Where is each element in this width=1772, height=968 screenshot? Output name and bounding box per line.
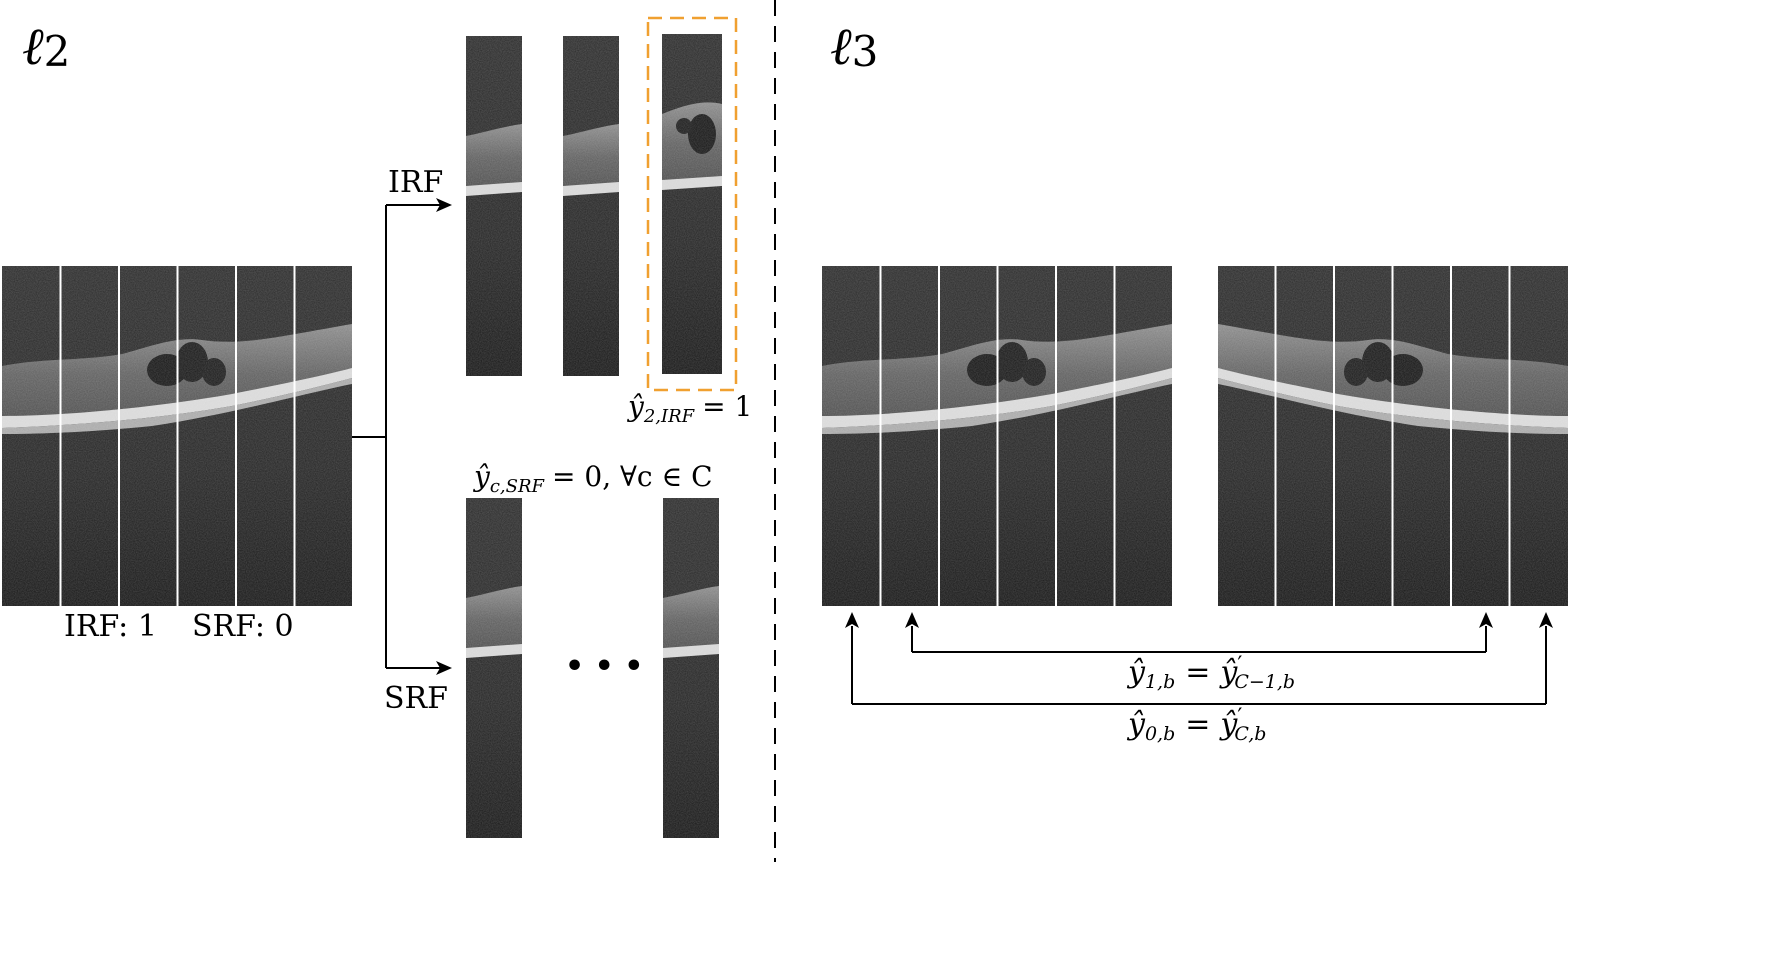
label-irf-count: IRF: 1 bbox=[64, 609, 157, 644]
equation-inner: ŷ1,b=ŷ′C−1,b bbox=[1126, 653, 1295, 693]
branch-label-irf: IRF bbox=[388, 165, 443, 200]
srf-slice-2 bbox=[663, 498, 719, 838]
irf-slice-1 bbox=[466, 36, 522, 376]
ellipsis: • • • bbox=[565, 649, 643, 684]
eq-inner-eq: = bbox=[1185, 655, 1210, 690]
panel-title-l3-sub: 3 bbox=[852, 27, 879, 76]
highlight-label-sub: 2,IRF bbox=[643, 406, 696, 427]
arrow-up-icon bbox=[1539, 612, 1553, 628]
arrow-up-icon bbox=[845, 612, 859, 628]
srf-label-sub: c,SRF bbox=[490, 476, 546, 497]
eq-outer-lhs-sub: 0,b bbox=[1145, 723, 1175, 745]
input-scan bbox=[2, 266, 352, 606]
scan-flipped bbox=[1218, 266, 1568, 606]
eq-outer-eq: = bbox=[1185, 707, 1210, 742]
srf-label-y: ŷ bbox=[472, 460, 491, 493]
correspondence-lines bbox=[851, 626, 1547, 705]
highlight-box bbox=[646, 16, 738, 392]
arrow-up-icon bbox=[905, 612, 919, 628]
branch-label-srf: SRF bbox=[384, 681, 448, 716]
panel-title-l2-sub: 2 bbox=[44, 27, 71, 76]
label-srf-count: SRF: 0 bbox=[192, 609, 294, 644]
eq-outer-lhs-y: ŷ bbox=[1126, 707, 1146, 742]
eq-outer-rhs-prime: ′ bbox=[1237, 705, 1242, 730]
branch-connector bbox=[352, 204, 446, 669]
eq-outer-rhs-sub: C,b bbox=[1234, 723, 1266, 745]
arrow-right-icon bbox=[436, 198, 452, 212]
highlight-label-y: ŷ bbox=[626, 390, 645, 423]
panel-title-l3-base: ℓ bbox=[830, 17, 852, 77]
panel-title-l3: ℓ3 bbox=[830, 17, 878, 77]
eq-inner-lhs-y: ŷ bbox=[1126, 655, 1146, 690]
irf-slice-3 bbox=[662, 34, 722, 374]
scan-original bbox=[822, 266, 1172, 606]
column-dividers bbox=[59, 266, 296, 606]
eq-inner-lhs-sub: 1,b bbox=[1145, 671, 1175, 693]
srf-label-rhs: = 0, ∀c ∈ C bbox=[552, 460, 713, 493]
panel-title-l2: ℓ2 bbox=[22, 17, 70, 77]
srf-label: ŷc,SRF = 0, ∀c ∈ C bbox=[472, 460, 713, 497]
equation-outer: ŷ0,b=ŷ′C,b bbox=[1126, 705, 1266, 745]
eq-inner-rhs-prime: ′ bbox=[1237, 653, 1242, 678]
highlight-label: ŷ2,IRF = 1 bbox=[626, 390, 752, 427]
eq-outer-rhs-y: ŷ bbox=[1218, 707, 1238, 742]
panel-title-l2-base: ℓ bbox=[22, 17, 44, 77]
eq-inner-rhs-sub: C−1,b bbox=[1234, 671, 1295, 693]
srf-slice-1 bbox=[466, 498, 522, 838]
highlight-label-rhs: = 1 bbox=[702, 390, 752, 423]
arrow-up-icon bbox=[1479, 612, 1493, 628]
irf-slice-2 bbox=[563, 36, 619, 376]
arrow-right-icon bbox=[436, 661, 452, 675]
eq-inner-rhs-y: ŷ bbox=[1218, 655, 1238, 690]
